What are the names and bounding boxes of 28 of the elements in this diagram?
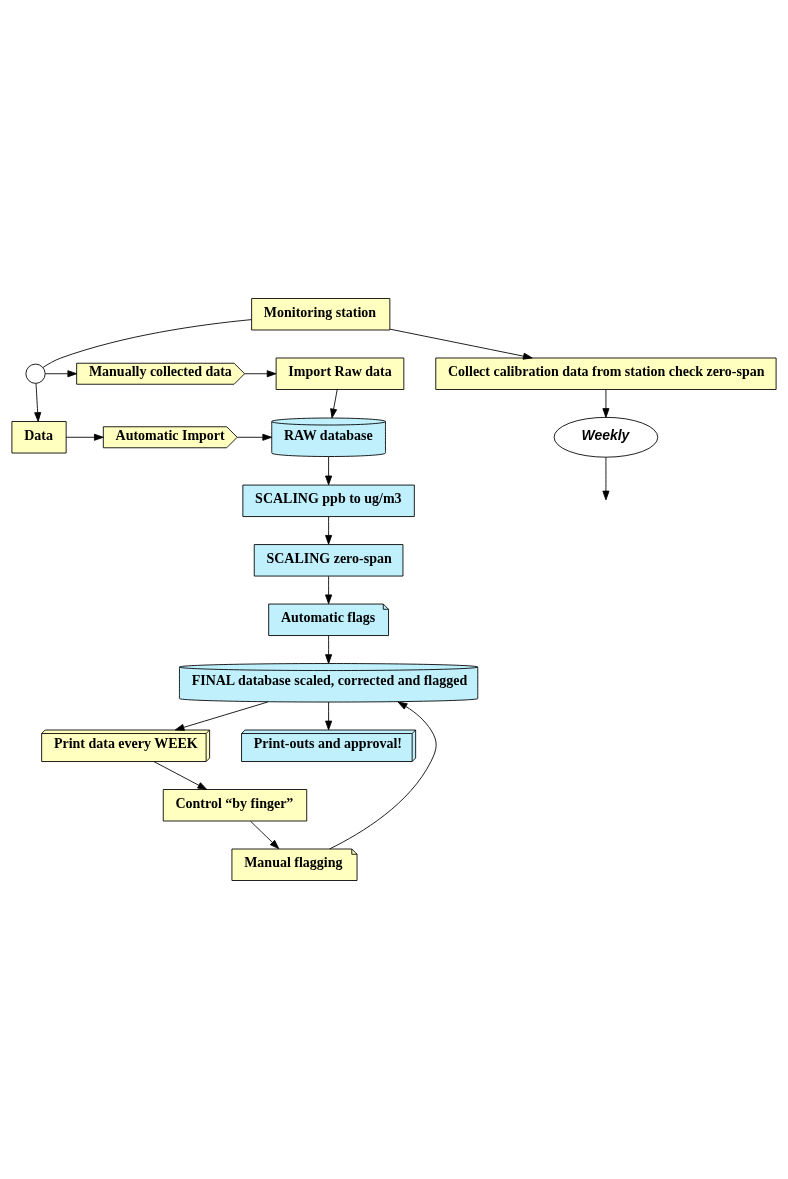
arrow — [329, 701, 437, 850]
arrow — [65, 433, 104, 441]
arrow — [44, 370, 78, 378]
arrow — [602, 456, 610, 501]
arrow — [325, 575, 333, 605]
node-box: SCALING ppb to ug/m3 — [242, 484, 415, 517]
node-box: SCALING zero-span — [253, 544, 404, 577]
arrow — [325, 635, 333, 664]
arrow — [34, 383, 42, 422]
arrow — [325, 456, 333, 486]
arrow — [325, 516, 333, 545]
arrow — [250, 820, 280, 850]
arrow — [325, 701, 333, 731]
arrow — [330, 389, 338, 419]
node-box: Monitoring station — [251, 298, 391, 331]
connector — [42, 319, 252, 368]
node-box: Collect calibration data from station check zero-span — [435, 357, 777, 390]
node-box: Control “by finger” — [162, 789, 308, 822]
arrow — [153, 761, 208, 790]
node-box: Data — [11, 421, 67, 454]
node-ellipse: Weekly — [553, 416, 659, 458]
arrow — [389, 328, 533, 360]
arrow — [244, 370, 277, 378]
arrow — [602, 389, 610, 418]
arrow — [236, 433, 272, 441]
node-box: Import Raw data — [275, 357, 405, 390]
arrow — [174, 701, 269, 731]
node-circle — [25, 363, 46, 384]
